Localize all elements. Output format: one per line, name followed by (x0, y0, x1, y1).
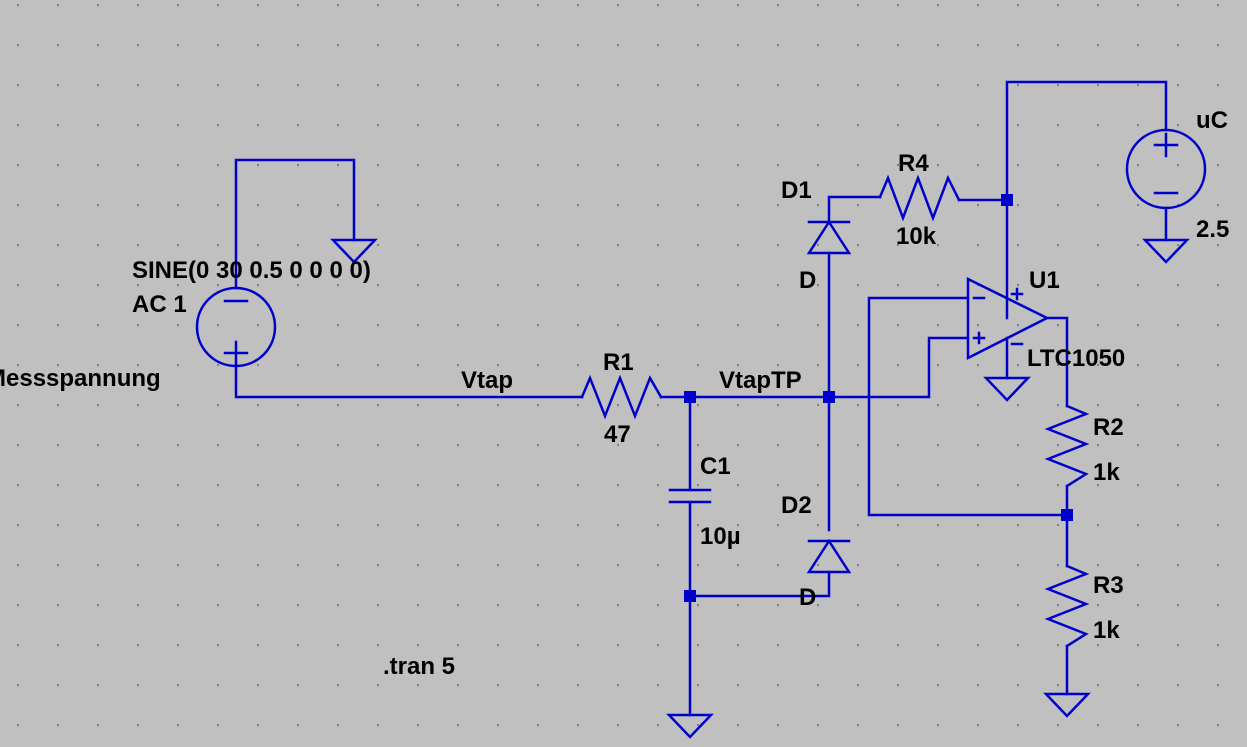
resistor-r4-icon (878, 174, 961, 222)
ground-c1-icon (666, 713, 714, 739)
wires (234, 80, 1168, 717)
d2-name: D2 (781, 492, 812, 519)
resistor-r1-icon (580, 374, 663, 420)
diode-d2-icon (806, 538, 852, 574)
resistor-r2-icon (1044, 404, 1090, 488)
wire-inverting-input (867, 296, 1069, 517)
opamp-u1-icon (966, 276, 1050, 361)
ground-opamp-icon (983, 376, 1031, 402)
source-name-messspannung: Messspannung (0, 365, 161, 392)
d1-model: D (799, 267, 816, 294)
wire-d1-to-r4 (827, 195, 882, 224)
d2-model: D (799, 584, 816, 611)
capacitor-c1-icon (668, 488, 712, 504)
r3-name: R3 (1093, 572, 1124, 599)
wire-vtap (234, 364, 584, 399)
r4-name: R4 (898, 150, 929, 177)
ground-r3-icon (1043, 692, 1091, 718)
source-value-line2: AC 1 (132, 291, 187, 318)
wire-vtaptp (688, 336, 970, 399)
junction-vtaptp (823, 391, 835, 403)
junction-r1-c1 (684, 391, 696, 403)
r1-value: 47 (604, 421, 631, 448)
u1-model: LTC1050 (1027, 345, 1125, 372)
wire-c1-bottom-to-d2 (688, 570, 831, 598)
grounds (330, 238, 1190, 739)
junction-c1-d2 (684, 590, 696, 602)
junction-r4-supply (1001, 194, 1013, 206)
r2-name: R2 (1093, 414, 1124, 441)
ground-source-icon (330, 238, 378, 264)
wire-source-top-to-ground (234, 158, 356, 290)
junction-r2-r3 (1061, 509, 1073, 521)
c1-name: C1 (700, 453, 731, 480)
net-label-vtaptp: VtapTP (719, 367, 802, 394)
diode-d1-icon (806, 219, 852, 255)
r2-value: 1k (1093, 459, 1120, 486)
c1-value: 10µ (700, 523, 741, 550)
uc-value: 2.5 (1196, 216, 1229, 243)
voltage-source-uc-icon (1125, 128, 1207, 210)
r3-value: 1k (1093, 617, 1120, 644)
r4-value: 10k (896, 223, 937, 250)
resistor-r3-icon (1044, 564, 1090, 648)
ground-uc-icon (1142, 238, 1190, 264)
spice-directive: .tran 5 (383, 653, 455, 680)
grid-dots (17, 4, 1219, 726)
junctions (684, 194, 1073, 602)
u1-name: U1 (1029, 267, 1060, 294)
uc-name: uC (1196, 107, 1228, 134)
r1-name: R1 (603, 349, 634, 376)
voltage-source-messspannung-icon (195, 286, 277, 368)
d1-name: D1 (781, 177, 812, 204)
net-label-vtap: Vtap (461, 367, 513, 394)
wire-opamp-out-to-r2 (1045, 316, 1069, 408)
source-value-line1: SINE(0 30 0.5 0 0 0 0) (132, 257, 371, 284)
